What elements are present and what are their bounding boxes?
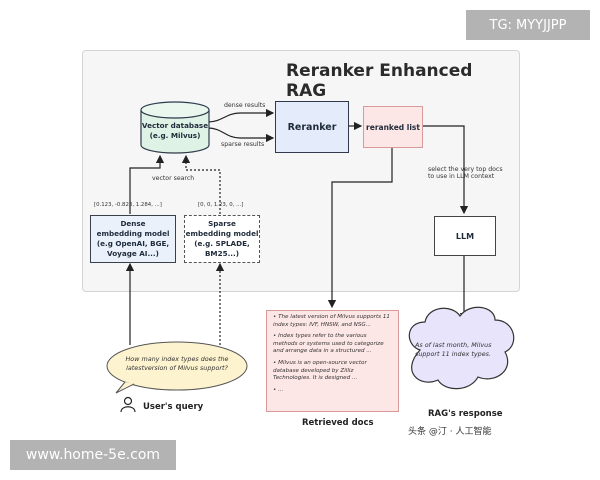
- diagram-title: Reranker Enhanced RAG: [286, 61, 473, 101]
- source-caption: 头条 @汀 · 人工智能: [408, 427, 492, 437]
- sparse-embedding-model-box: Sparse embedding model (e.g. SPLADE, BM2…: [184, 215, 260, 263]
- list-to-docs-arrow: [327, 147, 393, 309]
- sparse-results-arrow: [207, 127, 275, 143]
- doc-item: Milvus is an open-source vector database…: [273, 360, 392, 383]
- user-query-text: How many index types does the latestvers…: [125, 355, 229, 372]
- sparse-vector-label: [0, 0, 1.23, 0, ...]: [198, 202, 244, 208]
- user-icon: [120, 396, 136, 413]
- vector-search-label: vector search: [152, 175, 195, 182]
- retrieved-docs-caption: Retrieved docs: [302, 418, 374, 428]
- dense-embedding-model-box: Dense embedding model (e.g OpenAI, BGE, …: [90, 215, 176, 263]
- database-icon: [140, 101, 210, 154]
- llm-box: LLM: [434, 216, 496, 256]
- rag-response-caption: RAG's response: [428, 409, 503, 419]
- list-to-llm-arrow: [422, 125, 469, 215]
- retrieved-docs-box: The latest version of Milvus supports 11…: [266, 310, 399, 412]
- doc-item: Index types refer to the various methods…: [273, 333, 392, 356]
- response-cloud: [408, 306, 515, 390]
- watermark-bottom-left: www.home-5e.com: [10, 440, 176, 470]
- doc-item: ...: [273, 387, 392, 395]
- dense-vector-label: [0.123, -0.823, 1.284, ...]: [94, 202, 162, 208]
- dense-to-db-arrow: [129, 154, 165, 214]
- doc-item: The latest version of Milvus supports 11…: [273, 314, 392, 329]
- sparse-to-db-arrow: [181, 154, 221, 214]
- rag-response-text: As of last month, Milvus support 11 inde…: [415, 341, 492, 358]
- dense-results-arrow: [207, 108, 275, 123]
- sparse-results-label: sparse results: [221, 141, 265, 148]
- select-top-docs-label: select the very top docs to use in LLM c…: [428, 166, 503, 180]
- user-query-caption: User's query: [143, 402, 204, 412]
- reranker-box: Reranker: [275, 101, 349, 153]
- dense-results-label: dense results: [224, 102, 266, 109]
- query-bubble: [106, 341, 248, 391]
- watermark-top-right: TG: MYYJJPP: [466, 10, 590, 40]
- vector-database-label: Vector database(e.g. Milvus): [141, 121, 209, 140]
- reranked-list-box: reranked list: [363, 106, 423, 148]
